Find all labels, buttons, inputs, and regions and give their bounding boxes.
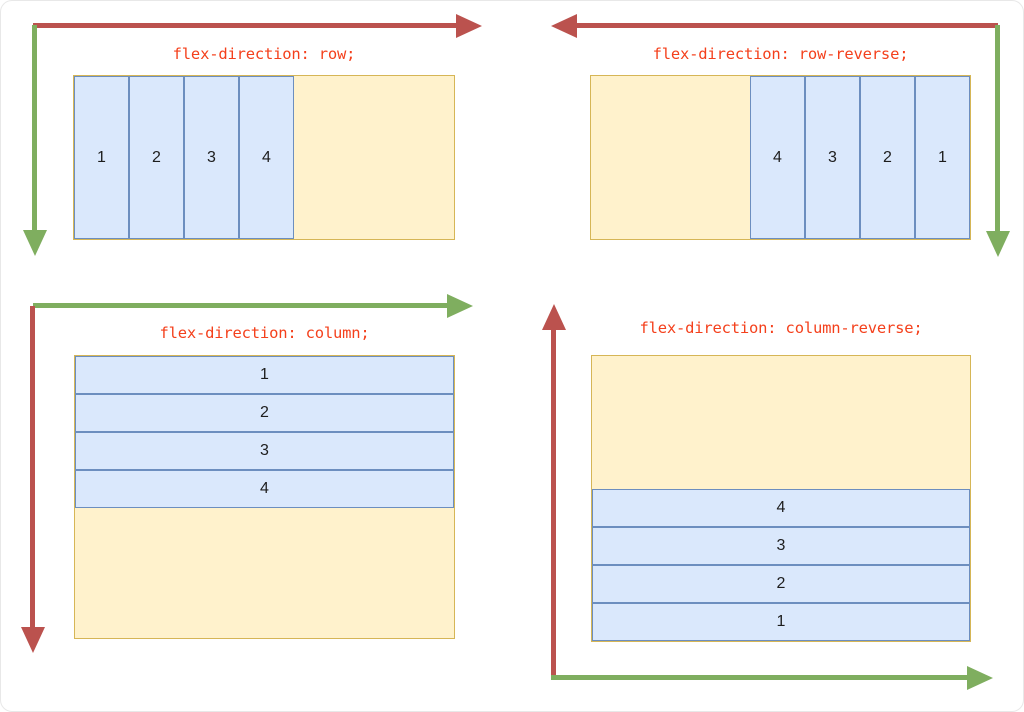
flex-item: 1 [75, 356, 454, 394]
cross-axis-arrow-down-icon [23, 230, 47, 256]
flex-item: 3 [805, 76, 860, 239]
flex-item: 2 [75, 394, 454, 432]
quadrant-label: flex-direction: column-reverse; [639, 319, 923, 337]
quadrant-label: flex-direction: row-reverse; [652, 45, 909, 63]
main-axis-arrow-right-icon [456, 14, 482, 38]
flex-item: 4 [239, 76, 294, 239]
flex-item: 2 [860, 76, 915, 239]
flex-item: 1 [592, 603, 970, 641]
flex-item: 4 [750, 76, 805, 239]
flex-item: 3 [184, 76, 239, 239]
cross-axis-arrow-right-icon [967, 666, 993, 690]
main-axis-arrow-line [551, 329, 556, 678]
flex-item: 1 [74, 76, 129, 239]
main-axis-arrow-line [30, 306, 35, 628]
cross-axis-arrow-right-icon [447, 294, 473, 318]
main-axis-arrow-line [576, 23, 998, 28]
cross-axis-arrow-line [32, 25, 37, 231]
cross-axis-arrow-line [551, 675, 968, 680]
flex-container-column: 1 2 3 4 [74, 355, 455, 639]
main-axis-arrow-up-icon [542, 304, 566, 330]
flex-item: 2 [592, 565, 970, 603]
cross-axis-arrow-down-icon [986, 231, 1010, 257]
flex-item: 3 [75, 432, 454, 470]
cross-axis-arrow-line [33, 303, 448, 308]
flex-item: 2 [129, 76, 184, 239]
quadrant-label: flex-direction: row; [172, 45, 356, 63]
flex-item: 4 [75, 470, 454, 508]
quadrant-label: flex-direction: column; [159, 324, 370, 342]
flex-container-row-reverse: 1 2 3 4 [590, 75, 971, 240]
flex-item: 4 [592, 489, 970, 527]
main-axis-arrow-down-icon [21, 627, 45, 653]
flex-item: 1 [915, 76, 970, 239]
flex-container-row: 1 2 3 4 [73, 75, 455, 240]
flex-container-column-reverse: 1 2 3 4 [591, 355, 971, 642]
main-axis-arrow-left-icon [551, 14, 577, 38]
main-axis-arrow-line [33, 23, 457, 28]
cross-axis-arrow-line [995, 25, 1000, 232]
flex-item: 3 [592, 527, 970, 565]
